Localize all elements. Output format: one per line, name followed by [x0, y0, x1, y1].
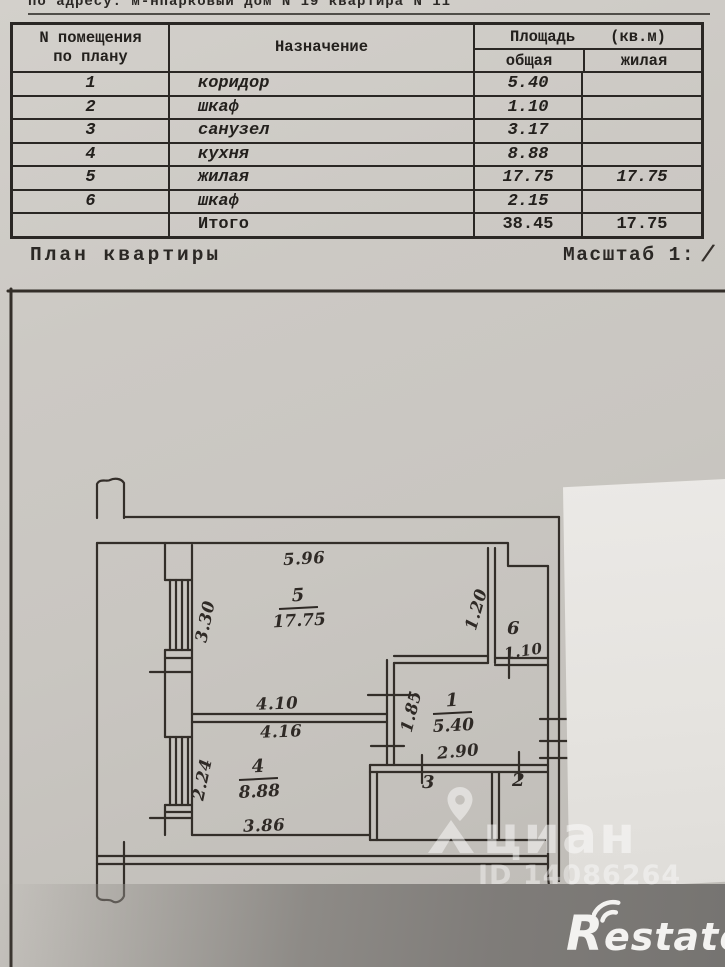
row-name: санузел	[168, 120, 473, 142]
dim-room5-height: 3.30	[191, 598, 219, 645]
wall-corridor-left	[385, 658, 396, 767]
col-header-room-number-line1: N помещения	[39, 28, 142, 47]
room-label-2: 2	[512, 770, 525, 791]
dim-top-width: 5.96	[282, 547, 326, 570]
row-num: 2	[85, 97, 96, 117]
restate-signal-arcs-icon	[592, 899, 621, 923]
wall-room6-left	[486, 546, 497, 665]
row-num: 5	[85, 168, 96, 188]
row-name: шкаф	[168, 96, 473, 118]
dim-corridor-width: 1.85	[396, 688, 426, 735]
room-4-area: 8.88	[238, 780, 281, 803]
dim-room4-height: 2.24	[188, 756, 216, 803]
table-row: 3 санузел 3.17	[13, 118, 701, 142]
row-total: 38.45	[473, 214, 581, 236]
row-total: 5.40	[473, 73, 581, 95]
row-living: 17.75	[581, 167, 701, 189]
table-row: 1 коридор 5.40	[13, 71, 701, 95]
table-row: 4 кухня 8.88	[13, 141, 701, 165]
window1-glazing	[168, 578, 190, 652]
row-living	[581, 120, 701, 142]
row-total: 8.88	[473, 143, 581, 165]
map-pin-icon	[447, 787, 473, 821]
col-header-living: жилая	[583, 50, 703, 71]
area-subheaders: общая жилая	[475, 50, 701, 71]
room-5-number: 5	[278, 585, 318, 610]
table-header: N помещения по плану Назначение Площадь …	[13, 25, 701, 71]
room-label-3: 3	[422, 772, 435, 793]
room-label-4: 4 8.88	[237, 756, 281, 803]
white-paper-overlay	[563, 479, 725, 890]
room-1-number: 1	[432, 690, 472, 715]
row-name: Итого	[168, 214, 473, 236]
wall-room3-room2	[490, 770, 501, 842]
row-total: 1.10	[473, 96, 581, 118]
dim-mid-width-upper: 4.10	[255, 693, 299, 714]
col-header-area-group: Площадь (кв.м) общая жилая	[473, 25, 701, 71]
plan-title: План квартиры	[30, 244, 222, 266]
table-row: 5 жилая 17.75 17.75	[13, 165, 701, 189]
col-header-room-number-line2: по плану	[53, 48, 128, 66]
row-total: 17.75	[473, 167, 581, 189]
window2-glazing	[168, 735, 190, 807]
row-total: 3.17	[473, 120, 581, 142]
wall-bottom-outer	[95, 854, 550, 866]
room-label-5: 5 17.75	[271, 585, 327, 633]
col-header-room-number: N помещения по плану	[13, 25, 168, 71]
row-num	[13, 214, 168, 236]
table-row: 2 шкаф 1.10	[13, 94, 701, 118]
row-living	[581, 143, 701, 165]
row-name: кухня	[168, 143, 473, 165]
room-5-area: 17.75	[272, 609, 327, 633]
restate-logo: Restate	[566, 906, 725, 962]
scale-label: Масштаб 1:	[563, 244, 696, 266]
dim-room6-height: 1.20	[461, 586, 492, 633]
row-num: 4	[85, 144, 96, 164]
right-wall-ticks	[538, 717, 570, 760]
room-4-number: 4	[238, 756, 278, 781]
dim-mid-width-lower: 4.16	[259, 721, 303, 742]
row-total: 2.15	[473, 190, 581, 212]
chimney-top	[95, 477, 126, 520]
row-name: коридор	[168, 73, 473, 95]
scale-handwritten-mark: ∕	[702, 239, 714, 267]
col-header-purpose: Назначение	[168, 25, 473, 71]
address-underline	[28, 13, 710, 15]
col-header-area: Площадь (кв.м)	[475, 25, 701, 50]
window2-frame	[148, 735, 194, 820]
row-name: шкаф	[168, 190, 473, 212]
area-header-word: Площадь	[510, 27, 576, 46]
areas-table: N помещения по плану Назначение Площадь …	[10, 22, 704, 239]
room-label-6: 6	[507, 618, 520, 639]
row-living: 17.75	[581, 214, 701, 236]
dim-room6-width: 1.10	[502, 639, 544, 663]
room-1-area: 5.40	[432, 714, 475, 737]
wall-corridor-room5	[392, 654, 490, 665]
row-num: 1	[85, 74, 96, 94]
wall-bottom-inner	[190, 833, 547, 842]
dim-corridor-length: 2.90	[436, 740, 480, 763]
row-living	[581, 73, 701, 95]
table-row: 6 шкаф 2.15	[13, 188, 701, 212]
table-row-total: Итого 38.45 17.75	[13, 212, 701, 236]
room-label-1: 1 5.40	[431, 690, 475, 737]
dim-room4-width: 3.86	[242, 815, 286, 836]
area-header-unit: (кв.м)	[610, 27, 666, 46]
row-name: жилая	[168, 167, 473, 189]
address-line: по адресу: м-нПарковый дом N 19 квартира…	[28, 0, 452, 10]
col-header-total: общая	[505, 51, 553, 70]
window1-frame	[148, 578, 194, 674]
watermark-caret-icon	[428, 820, 474, 853]
row-living	[581, 96, 701, 118]
row-num: 6	[85, 191, 96, 211]
row-living	[581, 190, 701, 212]
row-num: 3	[85, 121, 96, 141]
wall-room3-left	[368, 763, 379, 842]
